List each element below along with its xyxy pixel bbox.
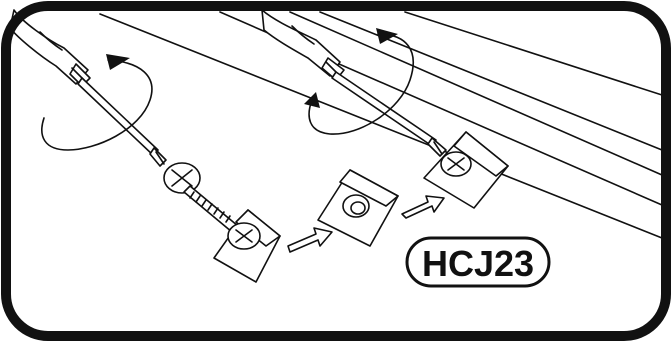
assembly-arrow-1-icon xyxy=(288,228,332,252)
part-code-badge: HCJ23 xyxy=(407,238,549,286)
part-code-label: HCJ23 xyxy=(422,243,534,284)
screw-icon xyxy=(164,163,238,232)
screwdriver-right-icon xyxy=(262,10,446,156)
illustration-frame xyxy=(6,6,666,336)
assembly-arrow-2-icon xyxy=(402,196,444,218)
screwdriver-left-icon xyxy=(10,10,166,166)
